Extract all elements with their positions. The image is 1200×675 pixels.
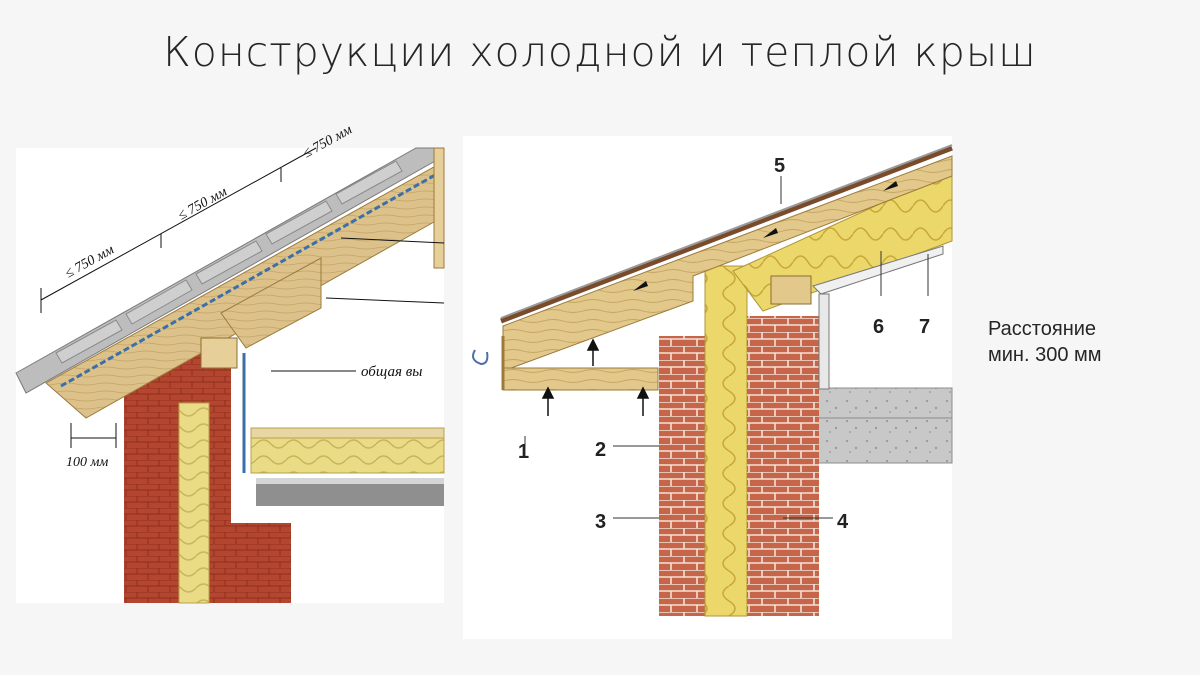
clearance-note-line-2: мин. 300 мм bbox=[988, 344, 1102, 366]
membrane bbox=[60, 168, 445, 388]
dimension-label-3: ≤ 750 мм bbox=[301, 122, 355, 161]
marker-4: 4 bbox=[837, 511, 849, 533]
warm-roof-diagram: 1 2 3 4 5 6 7 bbox=[463, 136, 953, 639]
inflow-arrows bbox=[541, 338, 650, 416]
interior-wall-finish bbox=[818, 293, 830, 390]
marker-5: 5 bbox=[774, 155, 785, 177]
roof-tiles bbox=[55, 160, 403, 364]
dimension-label-2: ≤ 750 мм bbox=[176, 184, 230, 223]
gutter-icon bbox=[472, 349, 489, 366]
interior-board bbox=[812, 245, 944, 295]
clearance-note: Расстояние мин. 300 мм bbox=[988, 316, 1102, 368]
eave-dimension-label: 100 мм bbox=[66, 455, 108, 470]
marker-2: 2 bbox=[595, 439, 606, 461]
marker-leaders bbox=[524, 176, 929, 519]
roof-deck bbox=[500, 145, 953, 324]
marker-1: 1 bbox=[518, 441, 529, 463]
dimension-label-1: ≤ 750 мм bbox=[63, 242, 117, 281]
warm-roof-drawing: 1 2 3 4 5 6 7 bbox=[472, 144, 953, 617]
ceiling-insulation bbox=[250, 437, 445, 474]
cold-roof-diagram: ≤ 750 мм ≤ 750 мм ≤ 750 мм 100 мм общая … bbox=[15, 122, 445, 604]
marker-6: 6 bbox=[873, 316, 884, 338]
wall-plate bbox=[200, 337, 238, 369]
marker-3: 3 bbox=[595, 511, 606, 533]
clearance-note-line-1: Расстояние bbox=[988, 318, 1097, 340]
truss bbox=[220, 257, 322, 349]
airflow-arrows bbox=[633, 181, 898, 291]
wall-insulation bbox=[178, 402, 210, 604]
brick-outer-leaf bbox=[659, 336, 705, 616]
marker-7: 7 bbox=[919, 316, 930, 338]
ventilation-callout: общая вы bbox=[361, 364, 422, 380]
brick-inner-leaf bbox=[747, 316, 819, 616]
cold-roof-drawing: ≤ 750 мм ≤ 750 мм ≤ 750 мм 100 мм общая … bbox=[15, 122, 445, 604]
slide-title: Конструкции холодной и теплой крыш bbox=[163, 28, 1037, 76]
soffit bbox=[502, 367, 659, 391]
wall-plate bbox=[770, 275, 812, 305]
floor-slab-top bbox=[817, 387, 953, 419]
ridge-post bbox=[433, 147, 445, 269]
ceiling-board bbox=[250, 427, 445, 439]
dimension-lines bbox=[40, 147, 317, 448]
wall-insulation bbox=[704, 265, 748, 617]
